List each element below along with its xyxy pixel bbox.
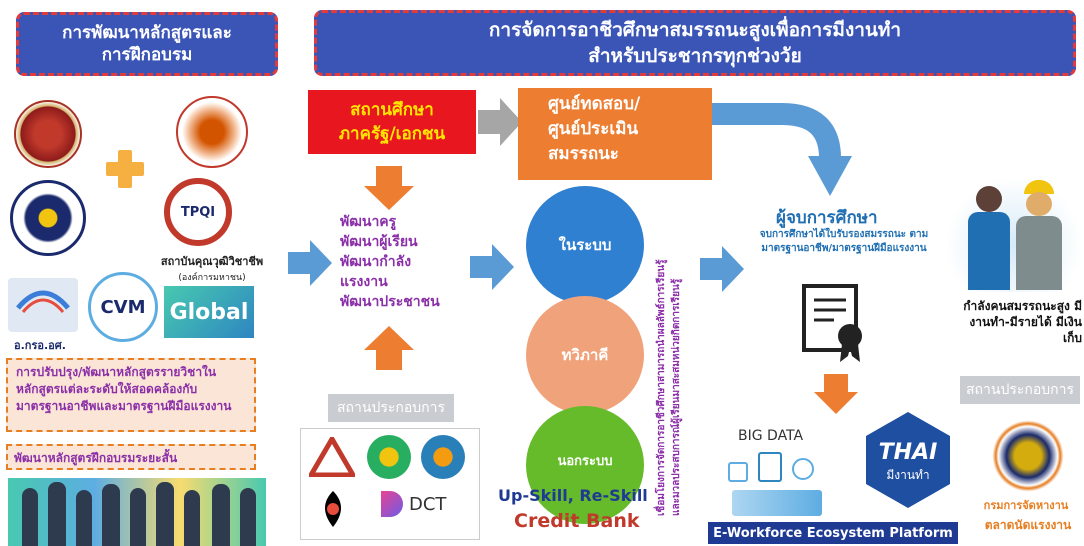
short-course-text: พัฒนาหลักสูตรฝึกอบรมระยะสั้น [14,451,178,465]
enterprise-label: สถานประกอบการ [328,394,454,422]
main-header: การจัดการอาชีวศึกษาสมรรถนะสูงเพื่อการมีง… [314,10,1076,76]
develop-item: พัฒนาครู [340,214,397,230]
cvm-logo: CVM [88,272,158,342]
arrow-right-icon [288,240,332,286]
triangle-logo-icon [309,437,355,477]
vertical-line-2: และมวลประสบการณ์ผู้เรียนมาสะสมหน่วยกิตกา… [671,278,682,516]
cvm-text: CVM [100,296,146,318]
tourism-logo-icon [325,491,341,527]
education-council-seal [10,180,86,256]
institution-sub: (องค์การมหาชน) [178,273,246,283]
nonformal-label: นอกระบบ [557,454,613,469]
graduate-title: ผู้จบการศึกษา [776,208,878,228]
certificate-icon [802,284,862,362]
workers-image [946,176,1082,292]
short-course-box: พัฒนาหลักสูตรฝึกอบรมระยะสั้น [6,444,256,470]
arrow-down-icon [364,166,414,210]
institution-name: สถาบันคุณวุฒิวิชาชีพ [160,255,264,268]
upskill-text: Up-Skill, Re-Skill [498,486,648,505]
plus-icon [106,150,144,188]
big-data-graphic [718,448,838,520]
hexagon-icon [866,412,950,508]
main-header-line2: สำหรับประชากรทุกช่วงวัย [588,45,802,67]
thai-logo: THAI มีงานทำ [864,410,952,510]
enterprise-label-right: สถานประกอบการ [960,376,1080,404]
vertical-text: เชื่อมโยงการจัดการอาชีวศึกษาสามารถนำผลลั… [654,196,686,517]
reform-text: การปรับปรุง/พัฒนาหลักสูตรรายวิชาในหลักสู… [16,365,232,413]
nonformal-circle: นอกระบบ [526,406,644,524]
org-short-label: อ.กรอ.อศ. [14,339,66,352]
dual-label: ทวิภาคี [561,346,609,364]
credit-bank-text: Credit Bank [514,510,640,532]
arrow-right-grey-icon [478,98,522,146]
arrow-right-icon [470,244,514,290]
arrow-up-icon [364,326,414,370]
school-box: สถานศึกษา ภาครัฐ/เอกชน [308,90,476,154]
labor-market-label: ตลาดนัดแรงงาน [984,518,1072,532]
workforce-desc: กำลังคนสมรรถนะสูง มีงานทำ-มีรายได้ มีเงิ… [963,299,1082,345]
swirl-icon [16,290,70,313]
curved-arrow-icon [712,103,852,196]
reform-box: การปรับปรุง/พัฒนาหลักสูตรรายวิชาในหลักสู… [6,358,256,432]
global-text: Global [169,299,249,325]
arrow-down-icon [814,374,858,414]
formal-circle: ในระบบ [526,186,644,304]
dsd-seal [176,96,248,168]
test-center-line1: ศูนย์ทดสอบ/ [548,94,641,114]
develop-item: พัฒนากำลัง [340,254,412,270]
ministry-seal [14,100,82,168]
left-header: การพัฒนาหลักสูตรและการฝึกอบรม [16,12,278,76]
main-header-line1: การจัดการอาชีวศึกษาสมรรถนะสูงเพื่อการมีง… [488,19,902,41]
thai-text: THAI [878,440,938,465]
graduate-desc: จบการศึกษาได้ใบรับรองสมรรถนะ ตามมาตรฐานอ… [759,229,929,254]
enterprise-logos: DCT [300,428,480,540]
blue-seal-icon [421,435,465,479]
thai-sub: มีงานทำ [886,468,930,482]
test-center-line3: สมรรถนะ [548,144,619,164]
dct-logo: DCT [381,491,446,517]
left-header-text: การพัฒนาหลักสูตรและการฝึกอบรม [62,23,232,65]
tpqi-text: TPQI [180,204,216,220]
dual-circle: ทวิภาคี [526,296,644,414]
develop-list: พัฒนาครู พัฒนาผู้เรียน พัฒนากำลัง แรงงาน… [340,212,480,312]
doe-seal [990,418,1066,494]
formal-label: ในระบบ [558,236,612,254]
dct-icon [381,491,403,517]
institution-label: สถาบันคุณวุฒิวิชาชีพ (องค์การมหาชน) [142,252,282,284]
arrow-right-icon [700,246,744,292]
global-logo: Global [164,286,254,338]
tpqi-logo: TPQI [164,178,232,246]
school-line2: ภาครัฐ/เอกชน [338,124,446,144]
org-logo [8,278,78,332]
develop-item: พัฒนาประชาชน [340,294,440,310]
vertical-line-1: เชื่อมโยงการจัดการอาชีวศึกษาสามารถนำผลลั… [656,259,667,517]
develop-item: พัฒนาผู้เรียน [340,234,418,250]
ecosystem-bar: E-Workforce Ecosystem Platform [708,522,958,544]
dct-text: DCT [409,493,447,515]
test-center-line2: ศูนย์ประเมิน [548,119,639,139]
big-data-label: BIG DATA [738,428,804,444]
school-line1: สถานศึกษา [350,100,434,120]
ecosystem-text: E-Workforce Ecosystem Platform [713,525,953,541]
green-seal-icon [367,435,411,479]
people-image [8,478,266,546]
test-center-box: ศูนย์ทดสอบ/ ศูนย์ประเมิน สมรรถนะ [518,88,712,180]
doe-seal-text: กรมการจัดหางาน [983,499,1069,512]
develop-item: แรงงาน [340,274,388,290]
